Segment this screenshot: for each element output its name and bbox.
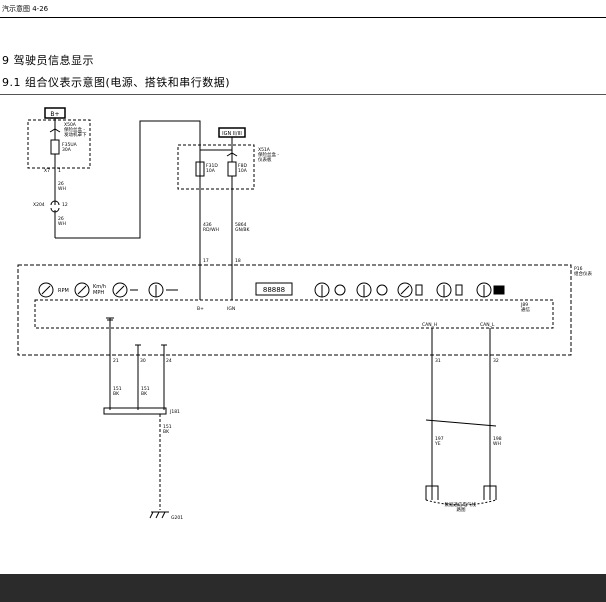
pin-17: 17 xyxy=(203,258,209,264)
terminal-can-l: CAN_L xyxy=(480,322,495,328)
ign-source: IGN II/III xyxy=(218,127,246,138)
terminal-ign: IGN xyxy=(227,306,235,312)
fuse-block1-label: X50A 保险丝盒 - 发动机罩下 xyxy=(64,122,87,138)
bplus-label: B+ xyxy=(50,111,59,118)
wire-5864: 5864 GN/BK xyxy=(235,222,250,233)
title-divider xyxy=(0,94,606,95)
wire-151-b: 151 BK xyxy=(141,386,151,397)
ground-g201: G201 xyxy=(171,515,183,521)
speedometer-gauge-icon xyxy=(74,282,90,298)
fuse-f35-label: F35UA 30A xyxy=(62,142,78,153)
module-label: P16 组合仪表 xyxy=(574,266,592,277)
bplus-source: B+ xyxy=(44,107,66,119)
terminal-bplus: B+ xyxy=(197,306,204,312)
connector-x204: X204 xyxy=(33,202,45,208)
pin-31: 31 xyxy=(435,358,441,364)
door-ajar-icon xyxy=(455,284,463,296)
pin-21: 21 xyxy=(113,358,119,364)
subsection-title: 9.1 组合仪表示意图(电源、搭铁和串行数据) xyxy=(2,76,231,89)
can-bus-label: 数据通信电气线 路图 xyxy=(445,501,478,513)
footer-bar xyxy=(0,574,606,602)
wire-198: 198 WH xyxy=(493,436,503,447)
connector-x7: X7 xyxy=(44,168,50,174)
breadcrumb: 汽示意图 4-26 xyxy=(2,5,49,13)
pin-x7: 1 xyxy=(58,168,61,174)
fuse-f31-label: F31D 10A xyxy=(206,163,219,174)
wire-436: 436 RD/WH xyxy=(203,222,219,233)
fuse-block2-label: X51A 保险丝盒 - 仪表板 xyxy=(258,147,281,163)
lcd-digits: 88888 xyxy=(263,286,285,294)
pin-18: 18 xyxy=(235,258,241,264)
indicator-lamp-3-icon xyxy=(397,282,413,298)
wire-151-c: 151 BK xyxy=(163,424,173,435)
ground-icon xyxy=(149,511,169,519)
fuel-gauge-icon xyxy=(112,282,128,298)
gauge-row: RPM Km/h MPH 88888 xyxy=(38,282,505,298)
pin-24: 24 xyxy=(166,358,172,364)
tachometer-gauge-icon xyxy=(38,282,54,298)
wire-26-a: 26 WH xyxy=(58,181,66,192)
header-divider xyxy=(0,17,606,18)
instrument-cluster-module xyxy=(17,264,572,356)
splice-j181: J181 xyxy=(169,409,180,415)
pin-x204: 12 xyxy=(62,202,68,208)
wire-151-a: 151 BK xyxy=(113,386,123,397)
fuse-block-ip xyxy=(177,144,255,190)
inner-module-box xyxy=(34,299,554,329)
fuse-f35 xyxy=(50,139,60,155)
wire-197: 197 YE xyxy=(434,436,445,447)
section-title: 9 驾驶员信息显示 xyxy=(2,54,94,67)
speed-unit-label: Km/h MPH xyxy=(93,284,108,296)
brake-warning-icon xyxy=(334,284,346,296)
security-icon xyxy=(493,285,505,295)
fuse-block-underhood xyxy=(27,119,91,169)
rpm-label: RPM xyxy=(58,288,69,294)
terminal-can-h: CAN_H xyxy=(422,322,437,328)
splice-bar xyxy=(103,407,167,415)
fuel-pump-icon xyxy=(415,284,423,296)
wire-26-b: 26 WH xyxy=(58,216,66,227)
fuse-f8 xyxy=(227,161,237,177)
fuse-f8-label: F8D 10A xyxy=(238,163,248,174)
ign-label: IGN II/III xyxy=(222,131,242,137)
pin-32: 32 xyxy=(493,358,499,364)
pin-30: 30 xyxy=(140,358,146,364)
inner-label: J89 通信 xyxy=(520,302,530,313)
twisted-pair-marker xyxy=(425,419,497,427)
tpms-warning-icon xyxy=(376,284,388,296)
odometer-lcd-icon xyxy=(255,282,293,296)
